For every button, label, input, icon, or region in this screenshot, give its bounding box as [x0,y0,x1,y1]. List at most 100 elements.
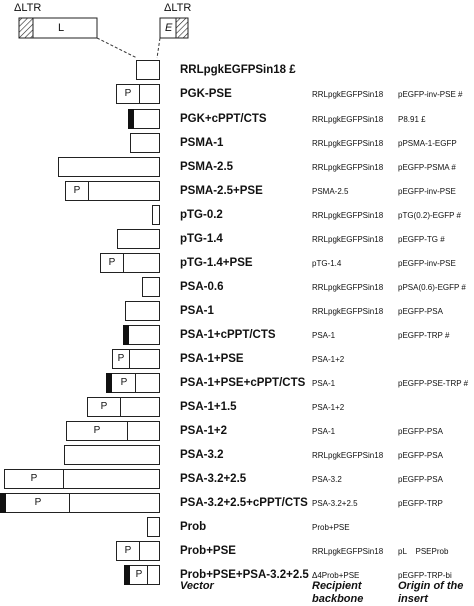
vector-name: PSA-1+2 [180,425,227,437]
vector-name: RRLpgkEGFPSin18 £ [180,64,296,76]
pse-box [4,469,64,489]
construct-box [58,157,160,177]
pse-label: P [108,257,116,268]
construct-box [142,277,160,297]
pse-label: P [100,401,108,412]
footer-origin-label: Origin of the insert [398,580,464,605]
footer-vector-label: Vector [180,580,214,592]
cppt-cts-block [128,109,134,129]
insert-origin: pL PSEProb [398,547,449,556]
vector-name: PSA-3.2 [180,449,224,461]
vector-name: pTG-1.4+PSE [180,257,253,269]
footer-recipient-label: Recipient backbone [312,580,364,605]
construct-box [87,397,160,417]
right-ltr-hatch [175,17,189,39]
pse-label: P [117,353,125,364]
right-ltr-label: ΔLTR [164,2,192,14]
left-l-box [32,17,98,39]
insert-origin: pEGFP-TRP-bi [398,571,452,580]
vector-name: Prob+PSE [180,545,236,557]
insert-origin: pEGFP-PSMA # [398,163,456,172]
insert-origin: pPSMA-1-EGFP [398,139,457,148]
recipient-backbone: RRLpgkEGFPSin18 [312,90,384,99]
construct-box [136,60,160,80]
vector-name: PSA-0.6 [180,281,224,293]
recipient-backbone: RRLpgkEGFPSin18 [312,163,384,172]
cppt-cts-block [106,373,112,393]
recipient-backbone: Δ4Prob+PSE [312,571,360,580]
insert-origin: pEGFP-inv-PSE [398,187,456,196]
vector-name: PSMA-2.5+PSE [180,185,263,197]
construct-box [64,445,160,465]
recipient-backbone: PSA-3.2 [312,475,342,484]
left-ltr-hatch [18,17,34,39]
ltr-diagram [18,17,189,59]
construct-box [4,469,160,489]
pse-box [130,565,148,585]
insert-origin: pEGFP-PSA [398,427,443,436]
pse-label: P [73,185,81,196]
vector-name: PSA-1 [180,305,214,317]
left-box-label: L [58,22,65,34]
construct-box [147,517,160,537]
insert-origin: pEGFP-PSE-TRP # [398,379,469,388]
recipient-backbone: PSA-1 [312,331,336,340]
pse-box [66,421,128,441]
insert-origin: pEGFP-PSA [398,307,443,316]
vector-name: Prob+PSE+PSA-3.2+2.5 [180,569,309,581]
pse-label: P [135,569,143,580]
cppt-cts-block [124,565,130,585]
construct-box [125,301,160,321]
recipient-backbone: Prob+PSE [312,523,350,532]
vector-name: PGK+cPPT/CTS [180,113,267,125]
pse-label: P [120,377,128,388]
vector-name: PSMA-1 [180,137,224,149]
pse-box [116,84,140,104]
pse-box [112,349,130,369]
recipient-backbone: RRLpgkEGFPSin18 [312,139,384,148]
pse-label: P [93,425,101,436]
pse-box [6,493,70,513]
insert-origin: pEGFP-TRP [398,499,443,508]
construct-box [117,229,160,249]
recipient-backbone: RRLpgkEGFPSin18 [312,283,384,292]
vector-name: PSA-1+PSE [180,353,244,365]
insert-origin: pEGFP-TG # [398,235,445,244]
vector-name: PSA-3.2+2.5+cPPT/CTS [180,497,308,509]
vector-name: PSMA-2.5 [180,161,234,173]
insert-origin: pEGFP-PSA [398,475,443,484]
dashed-connector-right [156,37,161,59]
left-ltr-label: ΔLTR [14,2,42,14]
pse-box [65,181,89,201]
vector-name: pTG-1.4 [180,233,223,245]
pse-box [100,253,124,273]
construct-box [66,421,160,441]
recipient-backbone: RRLpgkEGFPSin18 [312,235,384,244]
recipient-backbone: PSA-1 [312,379,336,388]
insert-origin: P8.91 £ [398,115,426,124]
vector-name: Prob [180,521,207,533]
construct-box [116,84,160,104]
construct-box [152,205,160,225]
insert-origin: pEGFP-inv-PSE [398,259,456,268]
pse-box [116,541,140,561]
insert-origin: pEGFP-inv-PSE # [398,90,463,99]
recipient-backbone: PSA-1+2 [312,403,345,412]
recipient-backbone: PSA-1+2 [312,355,345,364]
pse-label: P [124,545,132,556]
construct-box [112,349,160,369]
pse-label: P [34,497,42,508]
pse-box [87,397,121,417]
recipient-backbone: RRLpgkEGFPSin18 [312,307,384,316]
construct-box [116,541,160,561]
pse-box [112,373,136,393]
pse-label: P [30,473,38,484]
vector-name: PGK-PSE [180,88,232,100]
insert-origin: pTG(0.2)-EGFP # [398,211,461,220]
vector-name: PSA-1+cPPT/CTS [180,329,276,341]
recipient-backbone: RRLpgkEGFPSin18 [312,115,384,124]
vector-name: PSA-1+1.5 [180,401,237,413]
recipient-backbone: pTG-1.4 [312,259,342,268]
recipient-backbone: PSA-3.2+2.5 [312,499,358,508]
cppt-cts-block [0,493,6,513]
